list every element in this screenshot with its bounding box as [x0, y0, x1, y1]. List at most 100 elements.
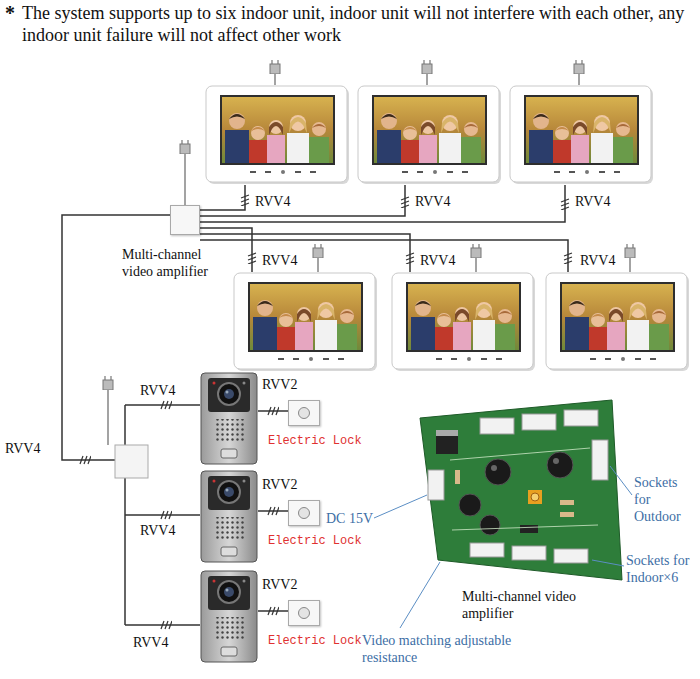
drawing-part — [471, 244, 481, 258]
drawing-part — [436, 436, 458, 454]
drawing-part — [161, 401, 172, 409]
drawing-part — [248, 253, 256, 264]
drawing-part — [625, 244, 635, 258]
drawing-part — [274, 74, 275, 85]
drawing-part — [450, 448, 598, 530]
callout-label: DC 15V — [326, 510, 373, 527]
drawing-part — [161, 511, 172, 519]
electric-lock: Electric Lock — [258, 598, 364, 650]
drawing-part — [520, 525, 538, 533]
cable-label: RVV4 — [140, 382, 175, 399]
bullet-mark: * — [5, 2, 15, 24]
callout-label: Sockets for Outdoor — [634, 474, 696, 525]
drawing-part — [107, 390, 108, 445]
drawing-part — [241, 195, 249, 206]
cable-label: RVV4 — [255, 193, 290, 210]
drawing-part — [547, 452, 573, 478]
lock-body — [288, 500, 320, 526]
drawing-part — [234, 273, 377, 371]
title-note: The system supports up to six indoor uni… — [22, 2, 694, 46]
lock-body — [288, 400, 320, 426]
cable-label: RVV4 — [133, 634, 168, 651]
box-label: Multi-channel video amplifier — [122, 246, 232, 280]
drawing-part — [406, 253, 414, 264]
drawing-part — [564, 253, 572, 264]
drawing-part — [546, 273, 689, 371]
drawing-part — [554, 549, 588, 563]
lock-body — [288, 600, 320, 626]
lock-cylinder — [298, 407, 310, 419]
drawing-part — [528, 490, 542, 504]
leader-line — [374, 466, 632, 628]
electric-lock: Electric Lock — [258, 398, 364, 450]
drawing-part — [80, 456, 91, 464]
cable-label: RVV4 — [262, 252, 297, 269]
junction-box — [115, 445, 148, 478]
cable-label: RVV2 — [262, 376, 297, 393]
drawing-part — [455, 470, 460, 484]
drawing-part — [561, 199, 569, 210]
drawing-part — [374, 495, 427, 518]
drawing-part — [592, 560, 624, 566]
drawing-part — [201, 471, 257, 562]
drawing-part — [206, 86, 349, 184]
callout-label: Video matching adjustable resistance — [362, 632, 512, 666]
drawing-part — [103, 376, 113, 390]
cable-label: RVV4 — [5, 440, 40, 457]
drawing-part — [459, 494, 481, 516]
cable-label: RVV2 — [262, 576, 297, 593]
drawing-part — [200, 240, 568, 272]
drawing-part — [200, 185, 405, 216]
drawing-part — [201, 373, 257, 464]
drawing-part — [400, 562, 440, 628]
drawing-part — [610, 466, 632, 495]
drawing-part — [358, 86, 501, 184]
drawing-part — [201, 571, 257, 662]
drawing-part — [480, 515, 500, 535]
drawing-part — [480, 418, 514, 434]
cable-label: RVV4 — [580, 252, 615, 269]
drawing-part — [553, 458, 559, 464]
drawing-part — [268, 507, 279, 515]
drawing-part — [574, 60, 584, 74]
board-caption: Multi-channel video amplifier — [462, 588, 577, 622]
cable-label: RVV4 — [420, 252, 455, 269]
drawing-part — [491, 465, 497, 471]
drawing-part — [475, 258, 476, 272]
drawing-part — [428, 470, 444, 500]
drawing-part — [510, 86, 653, 184]
callout-label: Sockets for Indoor×6 — [626, 552, 694, 586]
drawing-part — [268, 407, 279, 415]
lock-label: Electric Lock — [268, 534, 362, 548]
drawing-part — [560, 512, 574, 517]
lock-cylinder — [298, 607, 310, 619]
cable-label: RVV4 — [575, 193, 610, 210]
drawing-part — [485, 459, 511, 485]
electric-lock: Electric Lock — [258, 498, 364, 550]
lock-label: Electric Lock — [268, 634, 362, 648]
drawing-part — [560, 500, 574, 505]
drawing-part — [422, 60, 432, 74]
drawing-part — [200, 185, 565, 222]
drawing-part — [268, 607, 279, 615]
drawing-part — [522, 414, 556, 430]
drawing-part — [578, 74, 579, 85]
drawing-part — [200, 185, 245, 210]
indoor-monitor — [206, 86, 689, 371]
amplifier-box: Multi-channel video amplifier — [122, 203, 234, 282]
drawing-part — [436, 430, 458, 436]
amplifier-board — [420, 400, 622, 580]
lock-label: Electric Lock — [268, 434, 362, 448]
outdoor-station — [201, 373, 257, 662]
drawing-part — [270, 60, 280, 74]
drawing-part — [313, 244, 323, 258]
drawing-part — [629, 258, 630, 272]
drawing-part — [426, 74, 427, 85]
drawing-part — [531, 493, 539, 501]
cable-label: RVV4 — [140, 522, 175, 539]
drawing-part — [564, 410, 598, 426]
drawing-part — [317, 258, 318, 272]
drawing-part — [401, 197, 409, 208]
